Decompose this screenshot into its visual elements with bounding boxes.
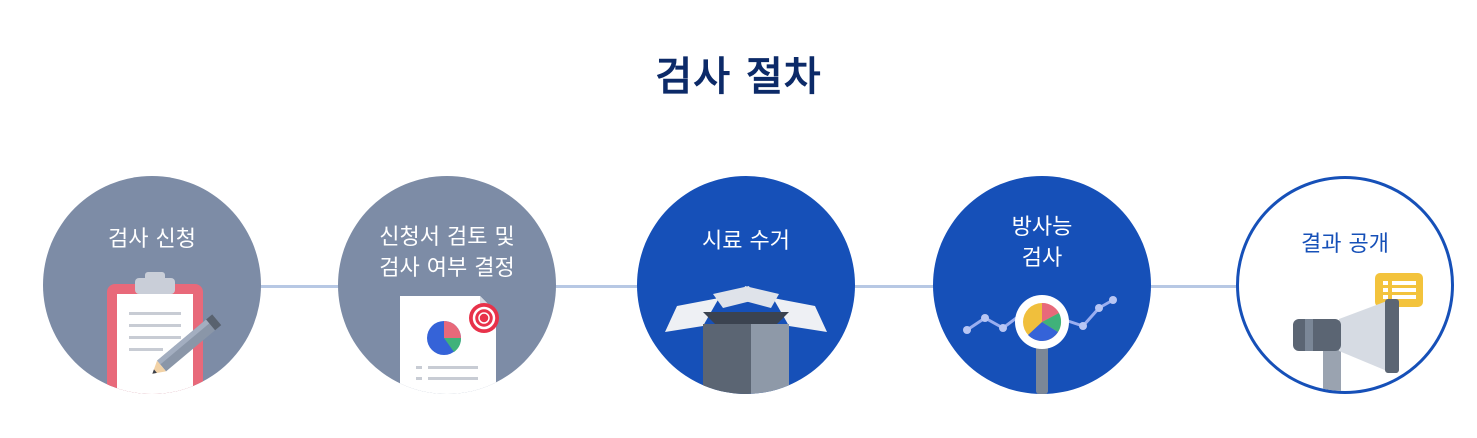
step-label: 검사 신청 [108,227,196,252]
connector-line-4 [1147,285,1239,288]
step-label: 시료 수거 [702,229,790,254]
connector-line-1 [258,285,344,288]
magnifier-chart-icon [963,295,1117,394]
step-label: 결과 공개 [1301,232,1389,257]
clipboard-pencil-icon [107,272,222,394]
megaphone-icon [1293,273,1423,391]
open-box-icon [665,286,827,394]
step-sample-collection: 시료 수거 [637,176,855,394]
connector-line-2 [552,285,644,288]
step-inspection-application: 검사 신청 [43,176,261,394]
step-label: 신청서 검토 및 검사 여부 결정 [379,225,515,281]
step-radioactivity-test: 방사능 검사 [933,176,1151,394]
step-application-review: 신청서 검토 및 검사 여부 결정 [338,176,556,394]
document-pie-chart-icon [400,296,499,394]
step-result-disclosure: 결과 공개 [1236,176,1454,394]
page-title: 검사 절차 [655,54,822,100]
connector-line-3 [849,285,940,288]
step-label: 방사능 검사 [1011,215,1073,271]
